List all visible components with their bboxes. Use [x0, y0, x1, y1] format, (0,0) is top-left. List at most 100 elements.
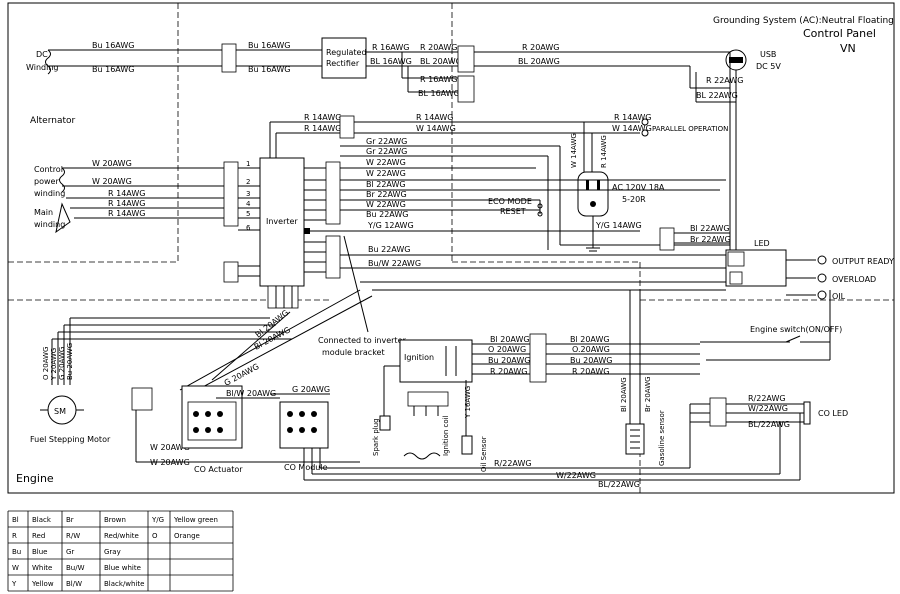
- wire-bu16-a: Bu 16AWG: [92, 41, 134, 50]
- bracket-note-1: Connected to inverter: [318, 336, 406, 345]
- wire-bl22-a: BL 22AWG: [696, 91, 738, 100]
- legend-cell: Yellow green: [173, 516, 218, 524]
- wire-w14-vert: W 14AWG: [570, 133, 578, 168]
- wire-br22-a: Br 22AWG: [366, 190, 407, 199]
- engine-switch-label: Engine switch(ON/OFF): [750, 325, 842, 334]
- pin-2-left: 2: [246, 178, 250, 186]
- wire-blw20: Bl/W 20AWG: [226, 389, 276, 398]
- co-led-icon: [803, 401, 811, 425]
- wire-bl20-e: Bl 20AWG: [490, 335, 530, 344]
- left-stack-y20: Y 20AWG: [50, 348, 58, 381]
- wire-bu16-b: Bu 16AWG: [92, 65, 134, 74]
- wire-br22-b: Br 22AWG: [690, 235, 731, 244]
- dc-winding-label-1: DC: [36, 50, 48, 59]
- pin-6-left: 6: [246, 224, 251, 232]
- sm-label: SM: [54, 407, 66, 416]
- wire-bl22-d: BL/22AWG: [598, 480, 640, 489]
- wire-r14-a: R 14AWG: [304, 113, 341, 122]
- grounding-label: Grounding System (AC):Neutral Floating: [713, 16, 894, 26]
- legend-cell: Gr: [66, 548, 74, 556]
- wire-r14-g: R 14AWG: [108, 209, 145, 218]
- left-stack-g20: G 20AWG: [58, 347, 66, 380]
- legend-cell: Y: [11, 580, 17, 588]
- ignition-coil-label: Ignition coil: [442, 415, 450, 456]
- wire-g20-b: G 20AWG: [292, 385, 330, 394]
- overload-lamp-icon: [817, 273, 827, 283]
- oil-label: OIL: [832, 292, 846, 301]
- engine-label: Engine: [16, 472, 54, 485]
- wire-o20-b: O.20AWG: [572, 345, 610, 354]
- legend-cell: Y/G: [151, 516, 164, 524]
- oil-sensor-icon: [461, 435, 473, 455]
- wire-w22-a: W 22AWG: [366, 158, 406, 167]
- control-power-label-3: winding: [34, 189, 65, 198]
- legend-cell: W: [12, 564, 19, 572]
- wire-r14-f: R 14AWG: [108, 199, 145, 208]
- wire-buw22: Bu/W 22AWG: [368, 259, 421, 268]
- left-stack-bu20: Bu 20AWG: [66, 343, 74, 380]
- ac-outlet-type: 5-20R: [622, 195, 646, 204]
- co-actuator-label: CO Actuator: [194, 465, 243, 474]
- wire-r14-c: R 14AWG: [416, 113, 453, 122]
- eco-reset-label: RESET: [500, 207, 526, 216]
- co-module-label: CO Module: [284, 463, 328, 472]
- legend-cell: O: [152, 532, 158, 540]
- wire-gr22-a: Gr 22AWG: [366, 137, 407, 146]
- usb-label: USB: [760, 50, 776, 59]
- legend-cell: Gray: [104, 548, 121, 556]
- wire-r22-c: R/22AWG: [748, 394, 786, 403]
- gasoline-sensor-label: Gasoline sensor: [658, 410, 666, 466]
- control-power-label-1: Control: [34, 165, 63, 174]
- rectifier-label-1: Regulated: [326, 48, 367, 57]
- bracket-note-2: module bracket: [322, 348, 385, 357]
- wire-bl22-c: Bl 22AWG: [690, 224, 730, 233]
- wire-r20-a: R 20AWG: [420, 43, 457, 52]
- diagram-frame: [7, 2, 895, 494]
- co-module-box: [279, 401, 329, 449]
- gasoline-sensor-icon: [625, 423, 645, 455]
- wire-bl22-b: Bl 22AWG: [366, 180, 406, 189]
- left-stack-o20: O 20AWG: [42, 347, 50, 380]
- legend-cell: Br: [66, 516, 74, 524]
- wire-r22-b: R/22AWG: [494, 459, 532, 468]
- wire-w20-b: W 20AWG: [92, 177, 132, 186]
- wire-r20-c: R 20AWG: [490, 367, 527, 376]
- spark-plug-label: Spark plug: [372, 418, 380, 456]
- output-ready-lamp-icon: [817, 255, 827, 265]
- wire-w22-d: W/22AWG: [556, 471, 596, 480]
- wire-bl16-b: BL 16AWG: [418, 89, 460, 98]
- wire-gr22-b: Gr 22AWG: [366, 147, 407, 156]
- control-power-label-2: power: [34, 177, 59, 186]
- panel-title: Control Panel: [803, 27, 876, 40]
- wire-r16-b: R 16AWG: [420, 75, 457, 84]
- model-label: VN: [840, 42, 856, 55]
- wire-r22-a: R 22AWG: [706, 76, 743, 85]
- legend-cell: Orange: [174, 532, 200, 540]
- legend-cell: R: [12, 532, 17, 540]
- wire-o20-a: O 20AWG: [488, 345, 526, 354]
- wire-bu20-b: Bu 20AWG: [570, 356, 612, 365]
- inverter-label: Inverter: [266, 217, 298, 226]
- wire-bl20-f: Bl 20AWG: [570, 335, 610, 344]
- wire-yg12: Y/G 12AWG: [367, 221, 414, 230]
- eco-mode-label: ECO MODE: [488, 197, 532, 206]
- legend-cell: Black/white: [104, 580, 144, 588]
- wire-w20-a: W 20AWG: [92, 159, 132, 168]
- main-winding-label-1: Main: [34, 208, 53, 217]
- wire-w14-a: W 14AWG: [416, 124, 456, 133]
- legend-cell: Bu/W: [66, 564, 85, 572]
- wire-r20-b: R 20AWG: [522, 43, 559, 52]
- wire-bl20-b: BL 20AWG: [518, 57, 560, 66]
- wire-br20: Br 20AWG: [644, 376, 652, 412]
- led-label: LED: [754, 239, 770, 248]
- wire-bu20-a: Bu 20AWG: [488, 356, 530, 365]
- wire-bl20-a: BL 20AWG: [420, 57, 462, 66]
- legend-cell: Red: [32, 532, 45, 540]
- legend-cell: Brown: [104, 516, 126, 524]
- legend-cell: Bl/W: [66, 580, 82, 588]
- alternator-label: Alternator: [30, 116, 76, 126]
- legend-cell: Yellow: [31, 580, 54, 588]
- rectifier-box: [321, 37, 367, 79]
